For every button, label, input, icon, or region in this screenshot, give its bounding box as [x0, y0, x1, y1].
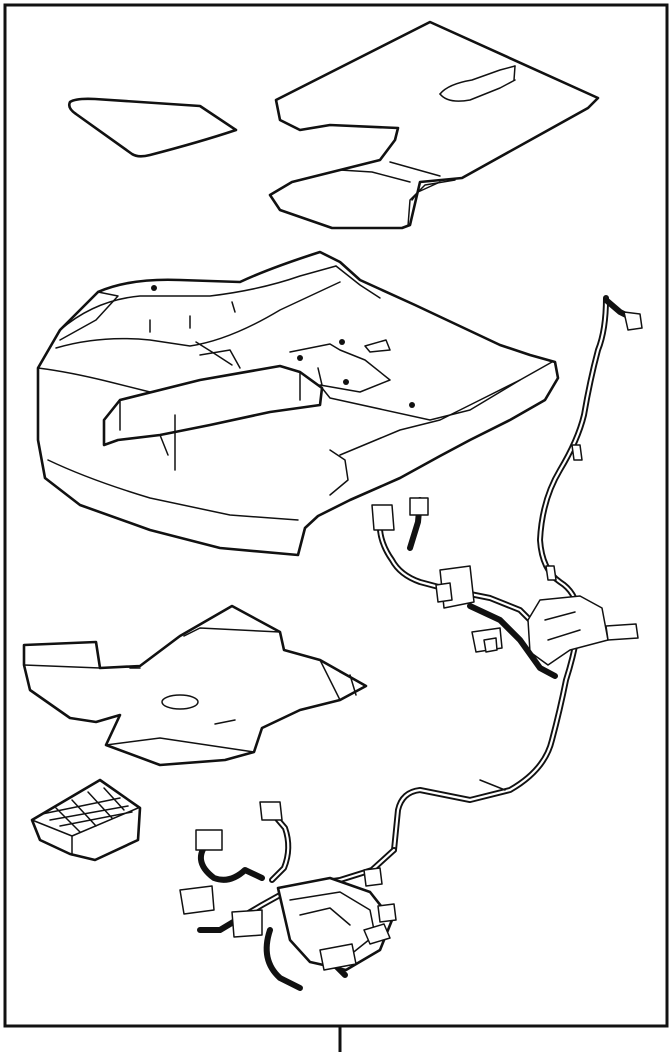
seat-heater-pad-large-icon: [268, 20, 600, 230]
cushion-support-panel-icon: [22, 604, 368, 767]
seat-heater-pad-small-icon: [67, 97, 238, 158]
seat-floor-harness-icon: [179, 801, 397, 991]
diagram-frame: [3, 3, 669, 1028]
seat-cushion-pad-icon: [36, 250, 560, 557]
seat-wire-harness-icon: [371, 295, 643, 853]
seat-control-module-icon: [30, 778, 142, 862]
